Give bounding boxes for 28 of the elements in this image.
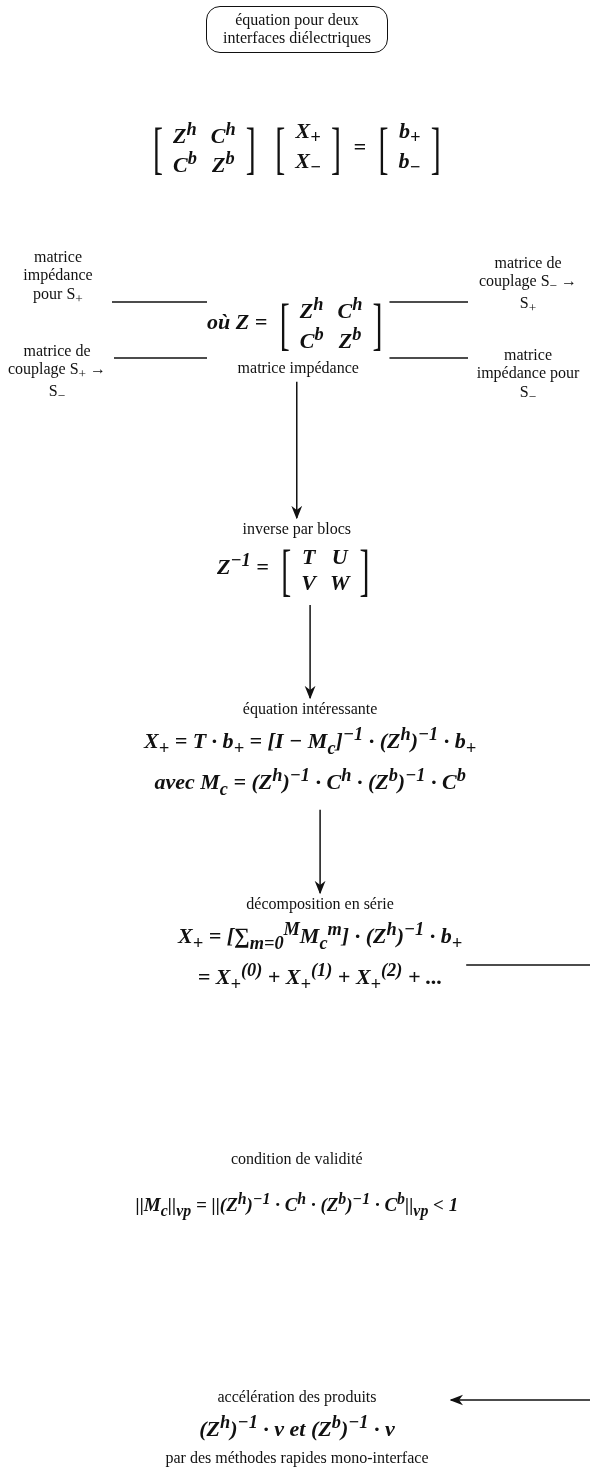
heading-text: décomposition en série xyxy=(245,895,395,914)
caption-text: matrice de couplage S$_{−}$ → S$_{+}$ xyxy=(477,254,579,316)
caption-text: par des méthodes rapides mono-interface xyxy=(164,1448,430,1468)
heading-text: accélération des produits xyxy=(216,1388,378,1407)
caption-text: matrice de couplage S$_{+}$ → S$_{−}$ xyxy=(6,342,108,404)
leader-line xyxy=(388,301,469,303)
arrow xyxy=(449,1394,591,1406)
connector-line xyxy=(465,964,591,966)
equation-text: avec M$_{c}$ = (Z$^{h}$)$^{−1}$ · C$^{h}$ · (Z$^{b}$)$^{−1}$ · C$^{b}$ xyxy=(153,765,467,800)
equation-text: (Z$^{h}$)$^{−1}$ · v et (Z$^{b}$)$^{−1}$ · v xyxy=(198,1412,396,1443)
caption-text: équation pour deux interfaces diélectriques xyxy=(222,11,372,48)
leader-line xyxy=(111,301,208,303)
arrow xyxy=(291,380,303,520)
caption-text: matrice impédance xyxy=(236,359,360,378)
arrow xyxy=(304,604,316,700)
heading-text: équation intéressante xyxy=(241,700,379,719)
caption-text: matrice impédance pour S$_{−}$ xyxy=(475,346,581,405)
equation-text: = X$_{+}$$^{(0)}$ + X$_{+}$$^{(1)}$ + X$_{+}$$^{(2)}$ + ... xyxy=(196,960,444,995)
equation-text: X$_{+}$ = [∑$_{m=0}$$^{M}$M$_{c}$$^{m}$] · (Z$^{h}$)$^{−1}$ · b$_{+}$ xyxy=(178,919,463,955)
arrow xyxy=(314,809,326,895)
leader-line xyxy=(388,357,469,359)
heading-text: inverse par blocs xyxy=(241,520,352,539)
rounded-box xyxy=(206,6,388,53)
caption-text: condition de validité xyxy=(231,1150,363,1169)
caption-text: matrice impédance pour S$_{+}$ xyxy=(22,248,94,307)
equation-text: ||M$_{c}$||$_{vp}$ = ||(Z$^{h}$)$^{−1}$ · C$^{h}$ · (Z$^{b}$)$^{−1}$ · C$^{b}$||$_{vp}$ < 1 xyxy=(135,1190,459,1221)
equation-text: X$_{+}$ = T · b$_{+}$ = [I − M$_{c}$]$^{−1}$ · (Z$^{h}$)$^{−1}$ · b$_{+}$ xyxy=(144,724,477,760)
leader-line xyxy=(113,357,208,359)
